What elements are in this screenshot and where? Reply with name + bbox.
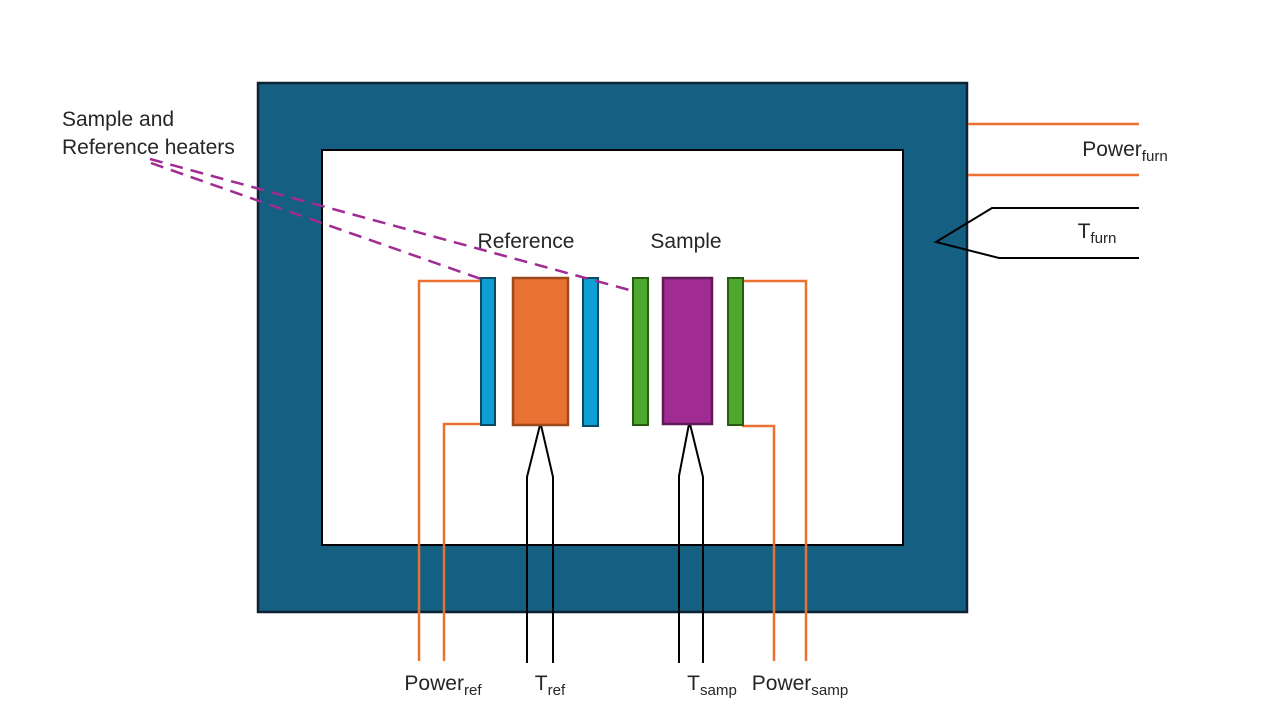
power-samp-label-main: Power [751,672,812,695]
power-samp-label: Powersamp [752,670,848,698]
sample-thermocouple-left-lead [678,423,690,663]
reference-thermocouple-right-lead [540,424,554,663]
t-ref-label: Tref [535,670,565,698]
heaters-callout-label: Sample and Reference heaters [62,106,235,163]
power-ref-label: Powerref [404,670,481,698]
reference-thermocouple-left-lead [526,424,541,663]
sample-label: Sample [650,230,722,253]
power-ref-label-main: Power [404,672,464,695]
t-furn-label-sub: furn [1090,230,1117,248]
sample-heater-bar-left [632,277,649,426]
sample-power-wire-inner [742,424,776,661]
sample-block [661,276,714,426]
t-samp-label-sub: samp [699,682,737,700]
reference-label: Reference [477,230,575,253]
t-samp-label-main: T [687,672,700,695]
heaters-callout-line1: Sample and [62,108,175,131]
power-samp-label-sub: samp [811,682,849,700]
power-furn-label: Powerfurn [1082,136,1168,164]
sample-heater-bar-right [727,277,744,426]
heaters-callout-line2: Reference heaters [62,136,235,160]
reference-heater-bar-right [582,277,599,427]
furnace-cavity-rect [321,149,904,546]
t-ref-label-main: T [534,672,548,695]
furnace-thermocouple-pointer [933,207,1139,259]
power-furn-label-main: Power [1082,138,1142,161]
reference-heater-bar-left [480,277,496,426]
t-samp-label: Tsamp [687,670,737,698]
sample-thermocouple-right-lead [689,423,704,663]
power-ref-label-sub: ref [463,682,482,700]
reference-block [511,276,570,427]
t-furn-label-main: T [1077,220,1091,243]
t-furn-label: Tfurn [1078,218,1117,246]
reference-power-wire-inner [442,422,482,661]
t-ref-label-sub: ref [547,682,566,700]
heaters-callout-line-to-reference-heater [150,161,482,281]
sample-power-wire-outer [742,279,808,661]
reference-power-wire-outer [417,279,482,661]
power-furn-label-sub: furn [1141,148,1168,166]
